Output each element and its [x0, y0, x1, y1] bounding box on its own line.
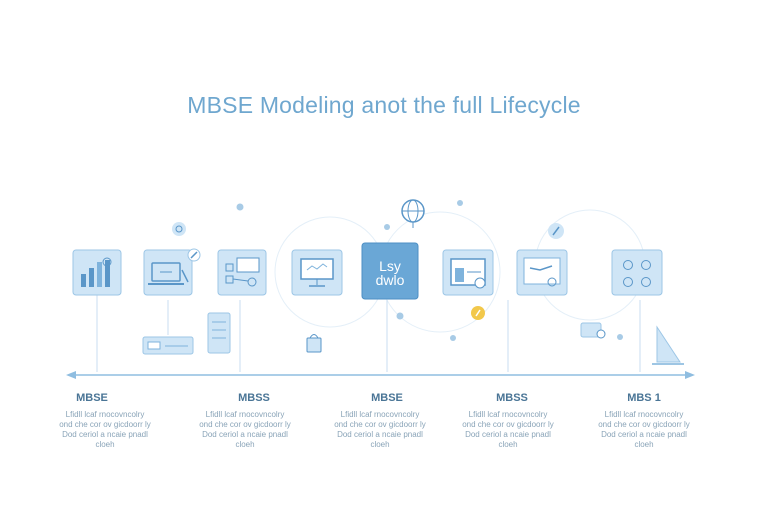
stage-desc-2: Lfidll lcaf rnocovncolry ond che cor ov … [195, 410, 295, 450]
stage-desc-1: Lfidll lcaf rnocovncolry ond che cor ov … [55, 410, 155, 450]
decorative-dots [236, 200, 623, 341]
presentation-icon[interactable] [516, 249, 568, 296]
dot-4 [396, 312, 404, 320]
stage-desc-3-line-1: Lfidll lcaf rnocovncolry [340, 410, 420, 419]
arrow-badge-icon [474, 277, 486, 289]
dot-5 [450, 335, 456, 341]
stage-desc-5-line-4: cloeh [634, 440, 654, 449]
stage-desc-4: Lfidll lcaf rnocovncolry ond che cor ov … [458, 410, 558, 450]
stage-label-3: MBSE [371, 392, 403, 404]
center-node-line2: dwlo [375, 272, 405, 288]
gear-badge-icon [172, 222, 186, 236]
stage-label-1: MBSE [76, 392, 108, 404]
dot-2 [457, 200, 463, 206]
diagram-title: MBSE Modeling anot the full Lifecycle [187, 92, 581, 118]
stage-desc-1-line-1: Lfidll lcaf rnocovncolry [65, 410, 145, 419]
vertical-connectors [96, 295, 641, 372]
stage-desc-3-line-2: ond che cor ov gicdoorr ly [334, 420, 426, 429]
bag-icon [306, 334, 322, 353]
globe-icon [401, 199, 425, 228]
warning-badge-icon [471, 306, 485, 320]
arrow-left-head [66, 371, 76, 379]
settings-grid-icon[interactable] [611, 249, 663, 296]
bar-chart-icon[interactable] [72, 249, 122, 296]
stage-desc-1-line-3: Dod ceriol a ncaie pnadl [62, 430, 148, 439]
stage-desc-1-line-4: cloeh [95, 440, 115, 449]
laptop-pen-icon[interactable] [143, 249, 193, 296]
stage-desc-1-line-2: ond che cor ov gicdoorr ly [59, 420, 151, 429]
stage-desc-5-line-2: ond che cor ov gicdoorr ly [598, 420, 690, 429]
stage-label-2: MBSS [238, 392, 270, 404]
monitor-icon[interactable] [291, 249, 343, 296]
stage-label-4: MBSS [496, 392, 528, 404]
sailboat-icon [652, 325, 684, 365]
pin-badge-icon [548, 223, 564, 239]
stage-desc-4-line-4: cloeh [498, 440, 518, 449]
stage-desc-3: Lfidll lcaf rnocovncolry ond che cor ov … [330, 410, 430, 450]
dot-3 [384, 224, 390, 230]
document-chart-icon[interactable] [442, 249, 494, 296]
center-node[interactable] [361, 242, 419, 300]
stage-desc-3-line-3: Dod ceriol a ncaie pnadl [337, 430, 423, 439]
stage-desc-3-line-4: cloeh [370, 440, 390, 449]
arrow-right-head [685, 371, 695, 379]
stage-desc-2-line-1: Lfidll lcaf rnocovncolry [205, 410, 285, 419]
tablet-icon [207, 312, 231, 354]
pen-badge-icon [187, 248, 201, 262]
stage-desc-4-line-3: Dod ceriol a ncaie pnadl [465, 430, 551, 439]
stage-desc-4-line-2: ond che cor ov gicdoorr ly [462, 420, 554, 429]
stage-desc-2-line-4: cloeh [235, 440, 255, 449]
server-icon [142, 336, 194, 355]
stage-label-5: MBS 1 [627, 392, 661, 404]
stage-desc-5-line-3: Dod ceriol a ncaie pnadl [601, 430, 687, 439]
dot-1 [236, 203, 244, 211]
stage-desc-5: Lfidll lcaf rnocovncolry ond che cor ov … [594, 410, 694, 450]
chat-icon [580, 322, 606, 339]
stage-desc-2-line-2: ond che cor ov gicdoorr ly [199, 420, 291, 429]
stage-desc-5-line-1: Lfidll lcaf rnocovncolry [604, 410, 684, 419]
stage-desc-4-line-1: Lfidll lcaf rnocovncolry [468, 410, 548, 419]
stage-desc-2-line-3: Dod ceriol a ncaie pnadl [202, 430, 288, 439]
timeline-arrow [66, 371, 695, 379]
dot-6 [617, 334, 623, 340]
center-node-line1: Lsy [379, 258, 401, 274]
flowchart-icon[interactable] [217, 249, 267, 296]
